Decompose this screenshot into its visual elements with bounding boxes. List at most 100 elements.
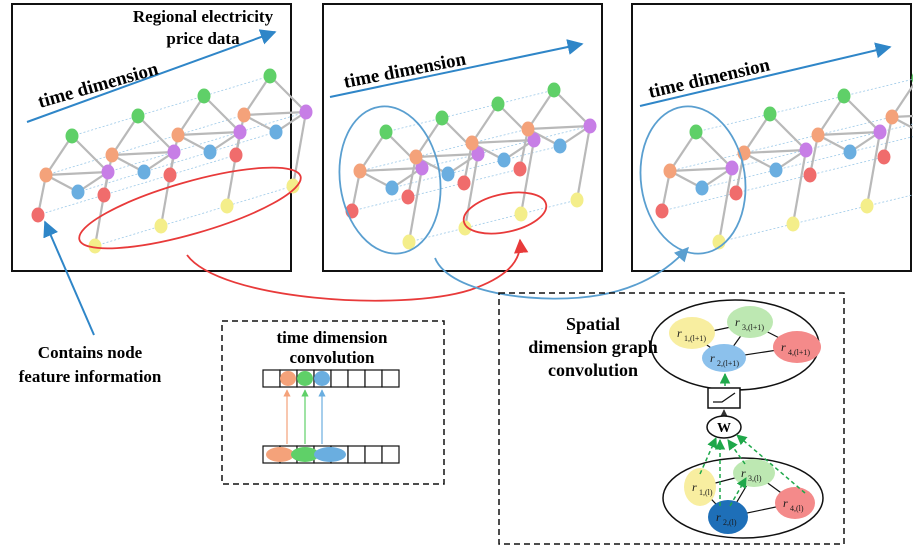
graph-node-orange xyxy=(353,163,367,179)
temporal-link xyxy=(77,131,277,193)
graph-node-red xyxy=(31,207,45,223)
gcn-node-subscript: 1,(l) xyxy=(699,488,713,497)
gcn-node-subscript: 4,(l) xyxy=(790,504,804,513)
conv-feature-green xyxy=(297,371,313,386)
spatial-edge xyxy=(553,89,591,127)
time-dimension-label-3: time dimension xyxy=(646,54,772,102)
spatial-edge xyxy=(71,135,109,173)
gcn-node-subscript: 2,(l) xyxy=(723,518,737,527)
spatial-conv-line-1: Spatial xyxy=(566,314,620,334)
graph-node-purple xyxy=(101,164,115,180)
gcn-node-subscript: 3,(l) xyxy=(748,474,762,483)
spatial-edge xyxy=(743,113,771,154)
spatial-edge xyxy=(291,111,308,187)
spatial-edge xyxy=(471,138,535,145)
spatial-edge xyxy=(865,131,882,207)
graph-node-green xyxy=(435,110,449,126)
graph-node-blue xyxy=(137,164,151,180)
highlight-ring-blue-3 xyxy=(639,105,747,255)
spatial-edge xyxy=(471,103,499,144)
graph-node-red xyxy=(877,149,891,165)
temporal-link xyxy=(718,194,913,243)
conv-feature-green xyxy=(291,447,319,462)
temporal-link xyxy=(359,128,529,172)
graph-node-purple xyxy=(725,160,739,176)
red-transfer-arrow xyxy=(186,238,529,302)
node-graph-panel-1 xyxy=(31,68,313,254)
graph-node-yellow xyxy=(402,234,416,250)
temporal-link xyxy=(37,154,237,216)
graph-node-yellow xyxy=(514,206,528,222)
graph-node-yellow xyxy=(286,178,300,194)
graph-node-blue xyxy=(269,124,283,140)
time-arrow-1 xyxy=(26,29,277,123)
conv-cell xyxy=(381,369,400,388)
gcn-node xyxy=(773,331,821,363)
graph-node-orange xyxy=(811,127,825,143)
spatial-edge xyxy=(45,135,73,176)
graph-node-purple xyxy=(527,132,541,148)
gcn-node xyxy=(669,317,715,349)
gcn-node-subscript: 2,(l+1) xyxy=(717,359,739,368)
conv-cell xyxy=(347,369,366,388)
graph-node-red xyxy=(655,203,669,219)
spatial-edge xyxy=(269,75,307,113)
time-conv-line-1: time dimension xyxy=(277,328,389,347)
node-graph-panel-3 xyxy=(655,73,913,250)
layer-l-graph xyxy=(662,457,824,539)
graph-node-green xyxy=(379,124,393,140)
graph-node-yellow xyxy=(88,238,102,254)
spatial-edge xyxy=(695,131,733,169)
graph-node-blue xyxy=(769,162,783,178)
graph-node-red xyxy=(457,175,471,191)
spatial-edge xyxy=(407,167,424,243)
graph-node-yellow xyxy=(220,198,234,214)
spatial-edge xyxy=(891,114,913,119)
temporal-link xyxy=(351,168,521,212)
title-line-2: price data xyxy=(166,29,240,48)
graph-node-purple xyxy=(415,160,429,176)
graph-node-green xyxy=(65,128,79,144)
spatial-conv-line-2: dimension graph xyxy=(528,337,658,357)
graph-node-yellow xyxy=(570,192,584,208)
graph-node-orange xyxy=(105,147,119,163)
graph-node-purple xyxy=(583,118,597,134)
gcn-node-label: r xyxy=(710,351,715,365)
gcn-node-label: r xyxy=(735,315,740,329)
graph-node-orange xyxy=(409,149,423,165)
gcn-node-subscript: 1,(l+1) xyxy=(684,334,706,343)
spatial-edge xyxy=(817,130,881,137)
agg-arrow-4 xyxy=(736,434,806,494)
gcn-node xyxy=(702,344,746,372)
graph-node-blue xyxy=(441,166,455,182)
gcn-node xyxy=(727,306,773,338)
graph-node-orange xyxy=(885,109,899,125)
conv-feature-blue xyxy=(314,371,330,386)
temporal-link xyxy=(45,114,245,176)
spatial-edge xyxy=(519,139,536,215)
gcn-node-label: r xyxy=(781,340,786,354)
conv-cell xyxy=(364,369,383,388)
graph-node-red xyxy=(97,187,111,203)
activation-box xyxy=(707,387,741,409)
spatial-conv-box xyxy=(498,292,845,545)
time-arrow-3 xyxy=(639,42,892,107)
node-info-arrow xyxy=(43,220,95,336)
spatial-edge xyxy=(769,113,807,151)
graph-node-orange xyxy=(171,127,185,143)
weight-node xyxy=(706,415,742,439)
graph-node-purple xyxy=(873,124,887,140)
graph-node-blue xyxy=(695,180,709,196)
time-dimension-label-1: time dimension xyxy=(36,58,161,112)
panel-3 xyxy=(631,3,912,272)
blue-transfer-arrow xyxy=(434,246,689,300)
graph-node-orange xyxy=(237,107,251,123)
highlight-ring-blue-2 xyxy=(338,105,442,255)
spatial-edge xyxy=(203,95,241,133)
graph-node-green xyxy=(197,88,211,104)
aggregation-arrows xyxy=(699,434,806,507)
gcn-node-subscript: 4,(l+1) xyxy=(788,348,810,357)
spatial-edge xyxy=(575,125,592,201)
spatial-edge xyxy=(415,152,479,159)
